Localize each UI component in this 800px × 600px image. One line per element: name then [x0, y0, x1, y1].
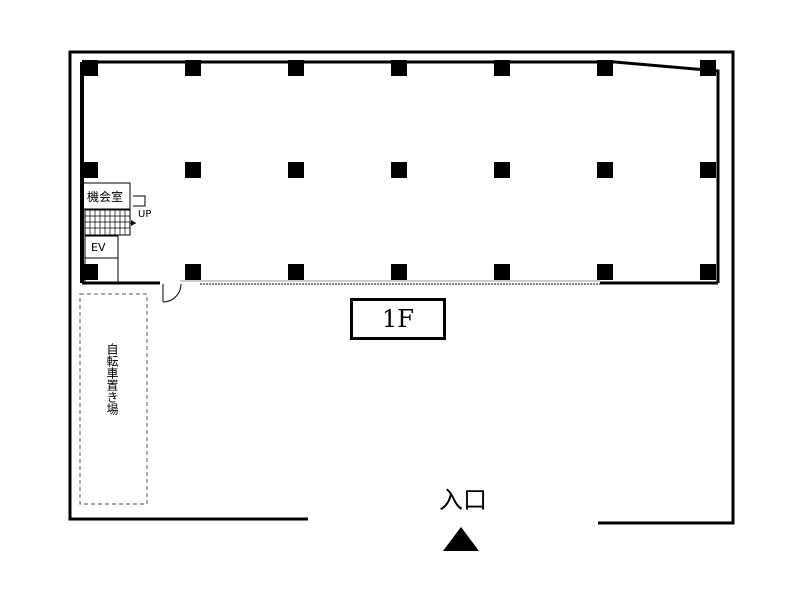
meeting-room-door-icon [133, 195, 146, 207]
column [700, 264, 716, 280]
column [494, 162, 510, 178]
site-boundary-left [68, 50, 735, 525]
bicycle-parking-label: 自転車置き場 [105, 343, 119, 415]
column [288, 162, 304, 178]
stairs-up-label: UP [138, 209, 152, 220]
column [391, 264, 407, 280]
column [391, 162, 407, 178]
building-wall [82, 60, 720, 283]
column [597, 162, 613, 178]
column [82, 162, 98, 178]
column [185, 60, 201, 76]
column [288, 60, 304, 76]
meeting-room [82, 182, 131, 210]
floor-label: 1F [350, 298, 446, 340]
column [288, 264, 304, 280]
column [597, 264, 613, 280]
meeting-room-label: 機会室 [87, 190, 124, 204]
columns [82, 60, 716, 280]
column [391, 60, 407, 76]
door-swing-icon [162, 283, 182, 303]
bicycle-parking-area [79, 293, 148, 505]
up-triangle-icon [443, 527, 479, 551]
column [700, 162, 716, 178]
column [597, 60, 613, 76]
column [82, 264, 98, 280]
elevator-label: EV [91, 241, 106, 254]
column [700, 60, 716, 76]
column [185, 162, 201, 178]
stairs [84, 209, 136, 236]
elevator [84, 235, 119, 284]
column [494, 60, 510, 76]
entrance-label: 入口 [439, 486, 487, 514]
column [185, 264, 201, 280]
column [82, 60, 98, 76]
column [494, 264, 510, 280]
